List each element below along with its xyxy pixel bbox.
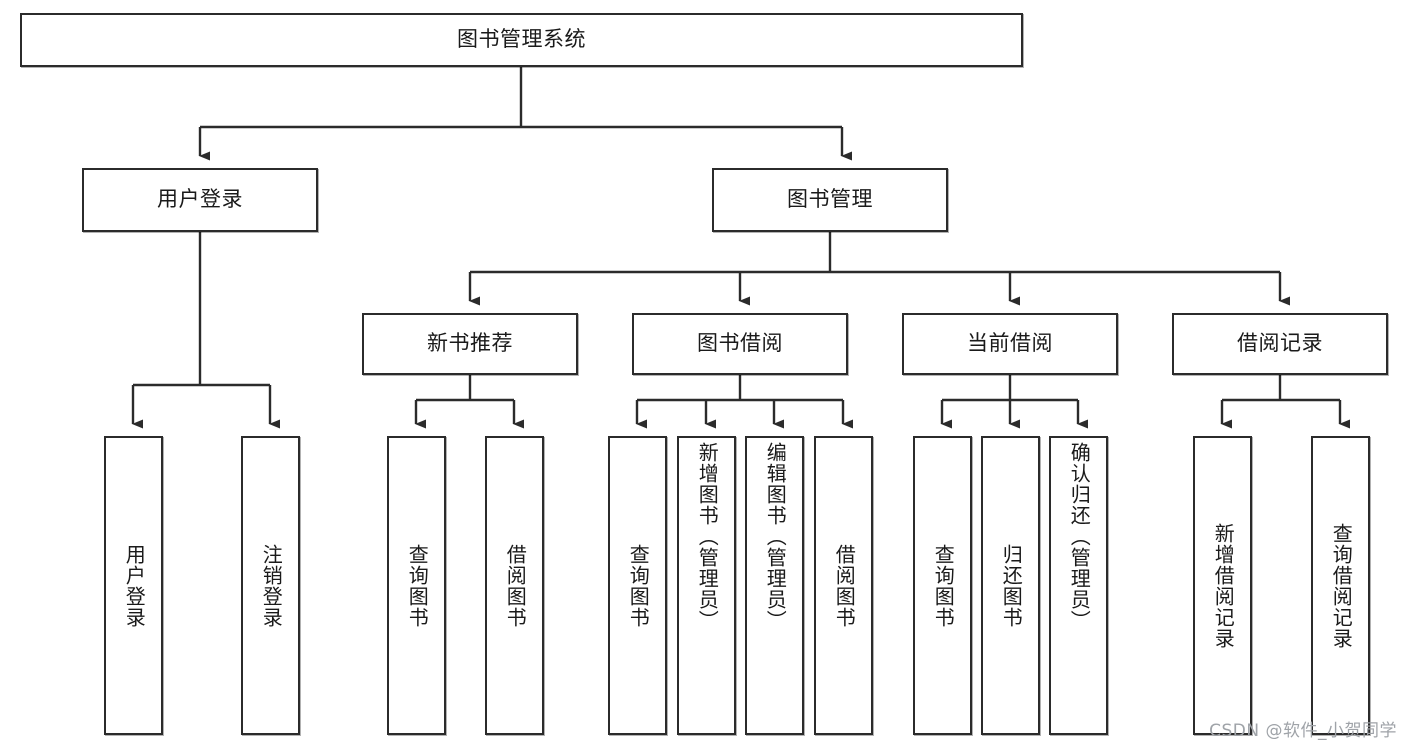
leaf-edit-book[interactable]: 编辑图书（管理员） xyxy=(745,436,804,735)
leaf-query-book-1-label: 查询图书 xyxy=(405,543,430,628)
leaf-return-book-label: 归还图书 xyxy=(999,543,1024,628)
edges-root-to-level2 xyxy=(198,67,852,161)
edges-login-to-leaves xyxy=(131,232,280,429)
leaf-query-record[interactable]: 查询借阅记录 xyxy=(1311,436,1370,735)
node-book-management[interactable]: 图书管理 xyxy=(712,168,948,232)
leaf-user-login[interactable]: 用户登录 xyxy=(104,436,163,735)
leaf-return-book[interactable]: 归还图书 xyxy=(981,436,1040,735)
leaf-borrow-book-2-label: 借阅图书 xyxy=(832,543,857,628)
node-borrow-record[interactable]: 借阅记录 xyxy=(1172,313,1388,375)
edges-borrow-to-leaves xyxy=(635,375,853,429)
leaf-add-book[interactable]: 新增图书（管理员） xyxy=(677,436,736,735)
leaf-query-book-2[interactable]: 查询图书 xyxy=(608,436,667,735)
leaf-logout-login-label: 注销登录 xyxy=(259,543,284,628)
leaf-query-record-label: 查询借阅记录 xyxy=(1329,522,1354,649)
node-book-borrow-label: 图书借阅 xyxy=(697,331,783,356)
node-current-borrow[interactable]: 当前借阅 xyxy=(902,313,1118,375)
leaf-add-book-label: 新增图书（管理员） xyxy=(695,442,720,631)
node-user-login-label: 用户登录 xyxy=(157,187,243,212)
node-borrow-record-label: 借阅记录 xyxy=(1237,331,1323,356)
node-book-management-label: 图书管理 xyxy=(787,187,873,212)
leaf-confirm-return-label: 确认归还（管理员） xyxy=(1067,442,1092,631)
leaf-user-login-label: 用户登录 xyxy=(122,543,147,628)
leaf-borrow-book-1-label: 借阅图书 xyxy=(503,543,528,628)
edges-bookmgmt-to-level3 xyxy=(468,232,1290,306)
node-new-book-recommend-label: 新书推荐 xyxy=(427,331,513,356)
node-root[interactable]: 图书管理系统 xyxy=(20,13,1023,67)
leaf-add-record[interactable]: 新增借阅记录 xyxy=(1193,436,1252,735)
node-user-login[interactable]: 用户登录 xyxy=(82,168,318,232)
leaf-query-book-2-label: 查询图书 xyxy=(626,543,651,628)
leaf-query-book-3[interactable]: 查询图书 xyxy=(913,436,972,735)
leaf-borrow-book-1[interactable]: 借阅图书 xyxy=(485,436,544,735)
leaf-add-record-label: 新增借阅记录 xyxy=(1211,522,1236,649)
leaf-edit-book-label: 编辑图书（管理员） xyxy=(763,442,788,631)
node-current-borrow-label: 当前借阅 xyxy=(967,331,1053,356)
leaf-confirm-return[interactable]: 确认归还（管理员） xyxy=(1049,436,1108,735)
edges-record-to-leaves xyxy=(1220,375,1350,429)
edges-current-to-leaves xyxy=(940,375,1088,429)
leaf-query-book-3-label: 查询图书 xyxy=(931,543,956,628)
leaf-borrow-book-2[interactable]: 借阅图书 xyxy=(814,436,873,735)
node-book-borrow[interactable]: 图书借阅 xyxy=(632,313,848,375)
leaf-logout-login[interactable]: 注销登录 xyxy=(241,436,300,735)
node-new-book-recommend[interactable]: 新书推荐 xyxy=(362,313,578,375)
node-root-label: 图书管理系统 xyxy=(457,27,586,52)
edges-newbook-to-leaves xyxy=(414,375,524,429)
leaf-query-book-1[interactable]: 查询图书 xyxy=(387,436,446,735)
